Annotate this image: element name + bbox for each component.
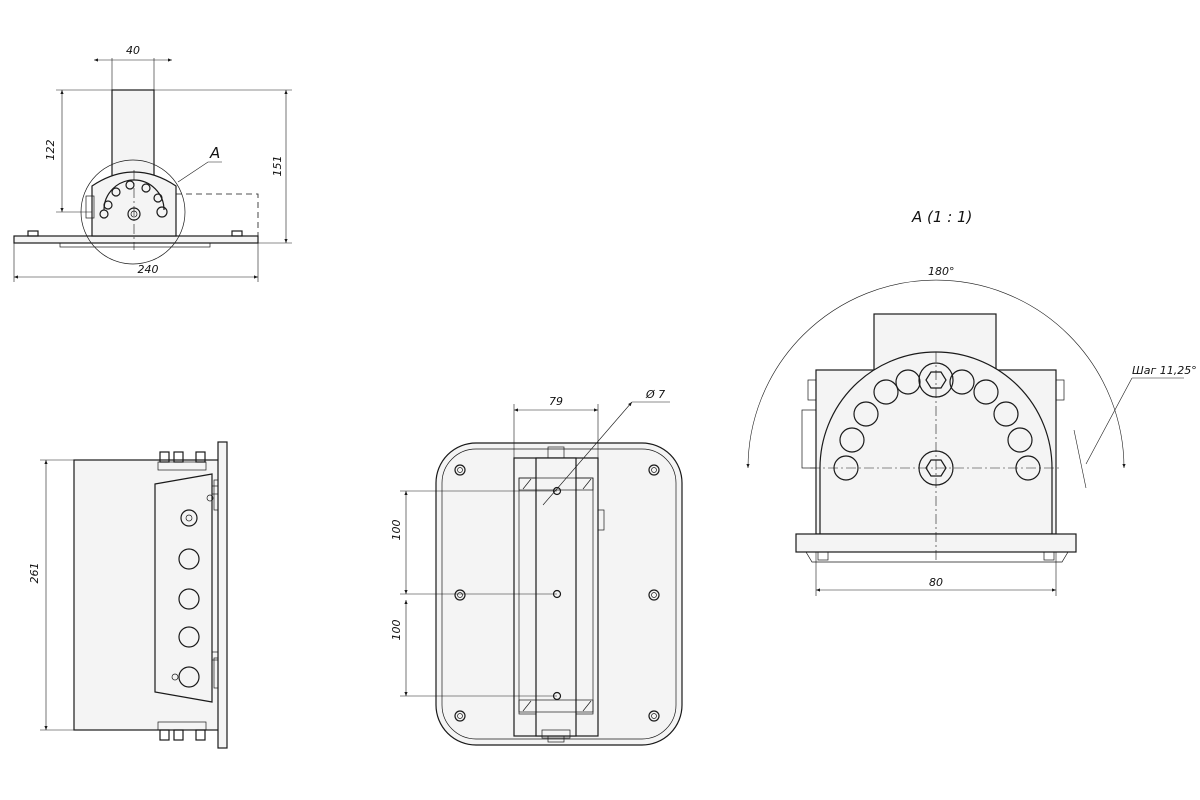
front-bolt-right xyxy=(231,230,243,237)
front-tube xyxy=(111,89,155,177)
detail-angle-arc xyxy=(746,279,1126,469)
dim-step-angle: Шаг 11,25° xyxy=(1132,364,1197,377)
dim-detail-width: 80 xyxy=(929,576,943,589)
dim-width-top: 40 xyxy=(126,44,140,57)
dim-side-height: 261 xyxy=(28,563,41,584)
step-leader xyxy=(1085,377,1133,465)
side-view: 261 xyxy=(28,441,228,749)
front-side-bracket xyxy=(85,195,95,219)
side-mount-plate xyxy=(217,441,228,749)
detail-title: A (1 : 1) xyxy=(911,208,972,226)
dim-base-length: 240 xyxy=(138,263,159,276)
front-view: 40 122 151 240 A xyxy=(13,44,292,282)
detail-a-leader xyxy=(177,161,222,183)
front-base-foot xyxy=(59,242,211,248)
dim-spacing-2: 100 xyxy=(390,620,403,641)
front-hidden-lines xyxy=(176,193,259,236)
top-view: 100 100 79 Ø 7 xyxy=(390,388,683,746)
dim-plate-width: 79 xyxy=(549,395,563,408)
diameter-leader xyxy=(542,401,633,506)
detail-a-marker: A xyxy=(209,144,220,162)
dim-detail-angle: 180° xyxy=(928,265,955,278)
side-housing xyxy=(154,473,213,703)
dim-tube-height: 122 xyxy=(44,140,57,161)
detail-view-a: A (1 : 1) 180° xyxy=(746,208,1197,596)
dim-hole-diameter: Ø 7 xyxy=(645,388,665,401)
front-ratchet-arc xyxy=(103,179,165,211)
dim-total-height: 151 xyxy=(271,156,284,177)
front-bolt-left xyxy=(27,230,39,237)
dim-spacing-1: 100 xyxy=(390,520,403,541)
front-base-plate xyxy=(13,235,259,244)
